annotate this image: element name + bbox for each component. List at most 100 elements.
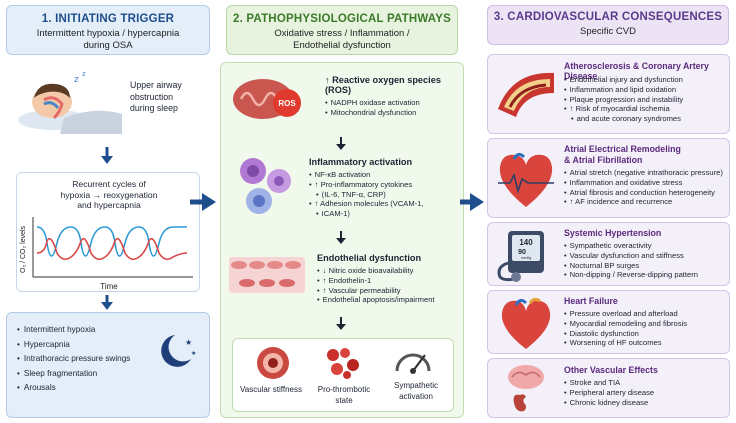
- trigger-title: 1. INITIATING TRIGGER: [41, 13, 175, 25]
- immune-cells-icon: [240, 158, 291, 214]
- ros-badge: ROS: [278, 99, 296, 108]
- list-item: ↑ Vascular permeability: [317, 286, 461, 296]
- cvd-card-atrial-fibrillation: Atrial Electrical Remodeling & Atrial Fi…: [487, 138, 730, 218]
- cvd-card-hypertension: 140 90 mmHg Systemic Hypertension Sympat…: [487, 222, 730, 286]
- list-item: Mitochondrial dysfunction: [325, 108, 459, 118]
- trigger-subtitle-1: Intermittent hypoxia / hypercapnia: [36, 28, 180, 39]
- cvd-title: Other Vascular Effects: [564, 365, 658, 375]
- list-item: Atrial fibrosis and conduction heterogen…: [564, 188, 723, 198]
- cycles-caption-3: and hypercapnia: [77, 200, 141, 210]
- brain-kidney-icon: [508, 365, 544, 412]
- outcome-thrombotic-1: Pro-thrombotic: [317, 385, 371, 394]
- cvd-title: Atrial Electrical Remodeling & Atrial Fi…: [564, 144, 681, 165]
- endothelium-icon: [229, 257, 305, 293]
- ylabel-text: O₂ / CO₂ levels: [20, 225, 27, 273]
- sleeping-person-illustration: z z: [18, 70, 122, 134]
- list-item: Inflammation and oxidative stress: [564, 178, 723, 188]
- pathways-header: 2. PATHOPHYSIOLOGICAL PATHWAYS Oxidative…: [226, 5, 458, 55]
- list-item: Endothelial apoptosis/impairment: [317, 295, 461, 305]
- blood-clot-icon: [327, 348, 359, 379]
- pathways-subtitle-2: Endothelial dysfunction: [293, 39, 391, 51]
- xlabel-text: Time: [100, 282, 118, 291]
- trigger-subtitle-2: during OSA: [83, 39, 133, 51]
- list-item: Worsening of HF outcomes: [564, 338, 687, 348]
- cvd-title-line-2: & Atrial Fibrillation: [564, 154, 643, 165]
- cvd-card-other-vascular: Other Vascular Effects Stroke and TIA Pe…: [487, 358, 730, 418]
- endothelial-block: Endothelial dysfunction ↓ Nitric oxide b…: [317, 253, 461, 305]
- consequences-header: 3. CARDIOVASCULAR CONSEQUENCES Specific …: [487, 5, 729, 45]
- cycles-caption: Recurrent cycles of hypoxia → reoxygenat…: [17, 179, 201, 211]
- cvd-title: Heart Failure: [564, 296, 618, 306]
- list-item: Endothelial injury and dysfunction: [564, 75, 683, 85]
- list-item: ICAM-1): [309, 209, 461, 219]
- down-arrow-icon: [336, 137, 346, 150]
- list-item: Sleep fragmentation: [17, 367, 209, 382]
- list-item: (IL-6, TNF-α, CRP): [309, 190, 461, 200]
- outcome-sympathetic-2: activation: [399, 391, 433, 401]
- right-arrow-icon: [460, 193, 484, 211]
- sleep-caption-2: obstruction: [130, 91, 174, 102]
- list-item: ↑ Pro-inflammatory cytokines: [309, 180, 461, 190]
- down-arrow-icon: [101, 295, 113, 310]
- list-item: NADPH oxidase activation: [325, 98, 459, 108]
- cycles-caption-1: Recurrent cycles of: [72, 179, 146, 189]
- right-arrow-icon: [190, 193, 216, 211]
- down-arrow-icon: [336, 317, 346, 330]
- heart-icon: [501, 297, 551, 349]
- endothelial-title: Endothelial dysfunction: [317, 253, 422, 263]
- list-item: Atrial stretch (negative intrathoracic p…: [564, 168, 723, 178]
- inflammation-block: Inflammatory activation NF-κB activation…: [309, 157, 461, 219]
- list-item: Plaque progression and instability: [564, 95, 684, 105]
- moon-icon: ★ ★: [161, 335, 196, 367]
- gauge-icon: [395, 353, 431, 374]
- pathways-title: 2. PATHOPHYSIOLOGICAL PATHWAYS: [233, 13, 451, 25]
- list-item: ↑ Risk of myocardial ischemia: [564, 104, 683, 114]
- list-item: Non-dipping / Reverse-dipping pattern: [564, 270, 698, 280]
- list-item: Sympathetic overactivity: [564, 241, 698, 251]
- trigger-effects-list: Intermittent hypoxia Hypercapnia Intrath…: [6, 312, 210, 418]
- outcome-sympathetic-1: Sympathetic: [393, 381, 439, 390]
- outcome-sympathetic: Sympathetic activation: [381, 381, 451, 402]
- svg-text:z: z: [82, 70, 86, 78]
- sleep-caption-1: Upper airway: [130, 80, 182, 90]
- trigger-header: 1. INITIATING TRIGGER Intermittent hypox…: [6, 5, 210, 55]
- bp-unit: mmHg: [521, 256, 532, 260]
- list-item: Hypercapnia: [17, 338, 209, 353]
- down-arrow-icon: [101, 147, 113, 164]
- inflammation-title: Inflammatory activation: [309, 157, 413, 167]
- svg-text:★: ★: [185, 338, 192, 347]
- mitochondria-icon: ROS: [233, 79, 301, 119]
- list-item: Inflammation and lipid oxidation: [564, 85, 683, 95]
- ros-title-1: ↑ Reactive oxygen species: [325, 75, 441, 85]
- consequences-subtitle: Specific CVD: [580, 26, 636, 37]
- ros-title-2: (ROS): [325, 85, 352, 95]
- pathways-subtitle-1: Oxidative stress / Inflammation /: [274, 28, 410, 39]
- list-item: Peripheral artery disease: [564, 388, 654, 398]
- list-item: ↓ Nitric oxide bioavailability: [317, 266, 461, 276]
- list-item: Intermittent hypoxia: [17, 323, 209, 338]
- list-item: Myocardial remodeling and fibrosis: [564, 319, 687, 329]
- list-item: Nocturnal BP surges: [564, 261, 698, 271]
- outcome-thrombotic: Pro-thrombotic state: [309, 385, 379, 406]
- sleep-caption-3: during sleep: [130, 103, 178, 113]
- list-item: Pressure overload and afterload: [564, 309, 687, 319]
- svg-text:z: z: [74, 75, 79, 85]
- bp-systolic: 140: [519, 238, 533, 247]
- vessel-cross-section-icon: [257, 347, 289, 379]
- list-item: NF-κB activation: [309, 170, 461, 180]
- cvd-card-heart-failure: Heart Failure Pressure overload and afte…: [487, 290, 730, 354]
- sleep-caption: Upper airway obstruction during sleep: [130, 80, 182, 115]
- list-item: and acute coronary syndromes: [564, 114, 683, 124]
- bp-diastolic: 90: [518, 249, 526, 256]
- svg-text:★: ★: [191, 350, 196, 357]
- blood-pressure-monitor-icon: 140 90 mmHg: [497, 231, 544, 282]
- consequences-title: 3. CARDIOVASCULAR CONSEQUENCES: [493, 11, 723, 23]
- pathway-outcomes-box: Vascular stiffness Pro-thrombotic state …: [232, 338, 454, 412]
- cvd-title-line-1: Atrial Electrical Remodeling: [564, 144, 681, 154]
- down-arrow-icon: [336, 231, 346, 244]
- cvd-card-atherosclerosis: Atherosclerosis & Coronary Artery Diseas…: [487, 54, 730, 134]
- heart-ecg-icon: [498, 152, 554, 207]
- list-item: Chronic kidney disease: [564, 398, 654, 408]
- artery-plaque-icon: [498, 72, 554, 117]
- list-item: Diastolic dysfunction: [564, 329, 687, 339]
